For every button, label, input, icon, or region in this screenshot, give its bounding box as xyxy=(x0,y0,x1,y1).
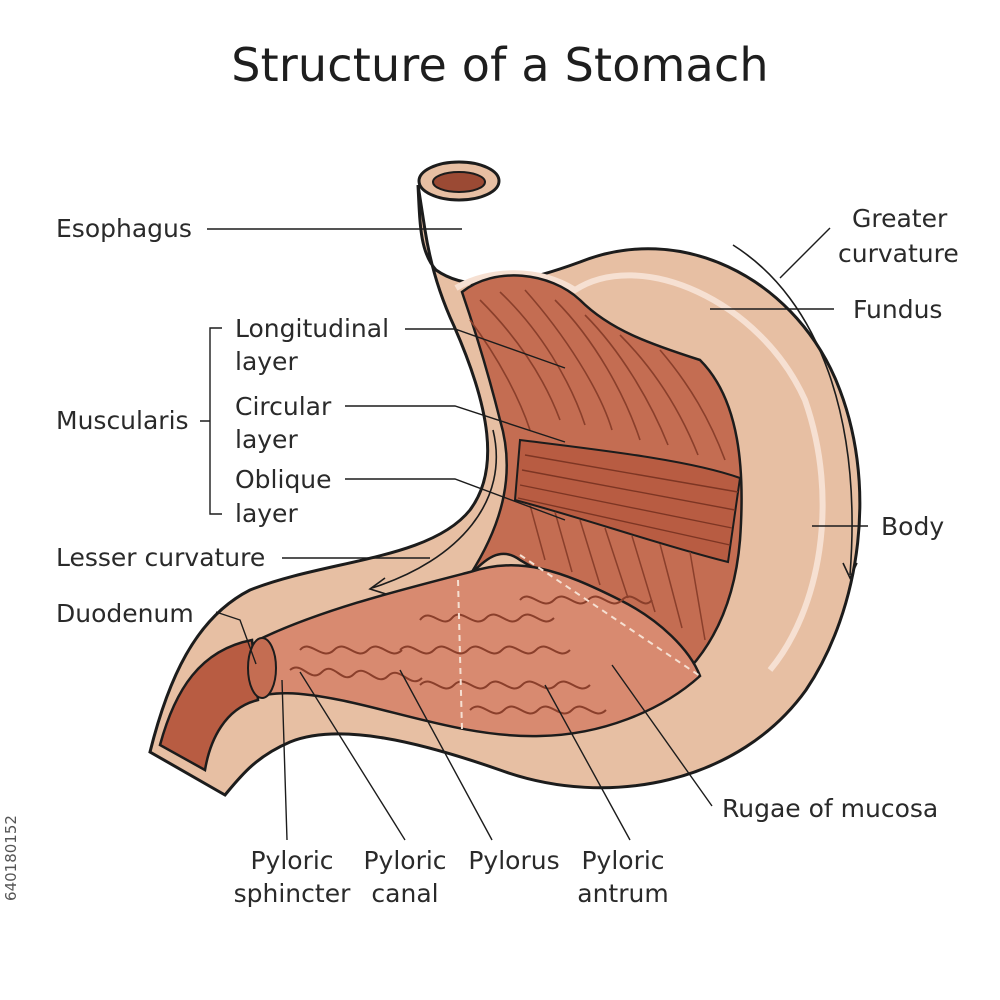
label-esophagus: Esophagus xyxy=(56,214,192,243)
label-body: Body xyxy=(881,512,945,541)
page-title: Structure of a Stomach xyxy=(231,38,769,92)
label-pyloric-antrum-line1: Pyloric xyxy=(581,846,665,875)
label-circular-line2: layer xyxy=(235,425,298,454)
wall-inner-edge xyxy=(454,270,826,672)
label-pyloric-canal-line2: canal xyxy=(371,879,439,908)
label-duodenum: Duodenum xyxy=(56,599,194,628)
leader-lines xyxy=(207,227,868,841)
lesser-curvature-arrowhead xyxy=(368,577,387,595)
oblique-fibers xyxy=(529,504,706,641)
mucosa-region xyxy=(248,564,702,738)
greater-curvature-arrowhead xyxy=(842,562,858,580)
label-greater-curvature-line1: Greater xyxy=(852,204,948,233)
greater-curvature-arrow xyxy=(732,244,853,576)
label-pyloric-sphincter-line1: Pyloric xyxy=(250,846,334,875)
rugae-folds xyxy=(289,595,653,715)
label-longitudinal-line2: layer xyxy=(235,347,298,376)
label-pyloric-canal-line1: Pyloric xyxy=(363,846,447,875)
circular-layer-band xyxy=(513,438,742,564)
label-greater-curvature-line2: curvature xyxy=(838,239,959,268)
label-pylorus: Pylorus xyxy=(468,846,560,875)
label-pyloric-sphincter-line2: sphincter xyxy=(233,879,351,908)
muscularis-bracket xyxy=(200,327,222,515)
longitudinal-fibers xyxy=(469,289,726,461)
pyloric-sphincter-ring xyxy=(247,637,277,699)
body-boundary xyxy=(519,554,701,677)
lesser-curvature-arrow xyxy=(371,429,498,589)
label-longitudinal-line1: Longitudinal xyxy=(235,314,390,343)
label-rugae-of-mucosa: Rugae of mucosa xyxy=(722,794,939,823)
label-lesser-curvature: Lesser curvature xyxy=(56,543,266,572)
label-pyloric-antrum-line2: antrum xyxy=(577,879,669,908)
label-muscularis: Muscularis xyxy=(56,406,189,435)
esophagus-lumen xyxy=(432,171,486,193)
label-fundus: Fundus xyxy=(853,295,943,324)
label-circular-line1: Circular xyxy=(235,392,332,421)
label-oblique-line1: Oblique xyxy=(235,465,332,494)
circular-fibers xyxy=(517,454,739,546)
label-oblique-line2: layer xyxy=(235,499,298,528)
duodenum-cut xyxy=(158,638,260,772)
stock-id-watermark: 640180152 xyxy=(4,815,20,901)
stock-id-text: 640180152 xyxy=(4,815,20,901)
antrum-boundary xyxy=(457,579,463,731)
